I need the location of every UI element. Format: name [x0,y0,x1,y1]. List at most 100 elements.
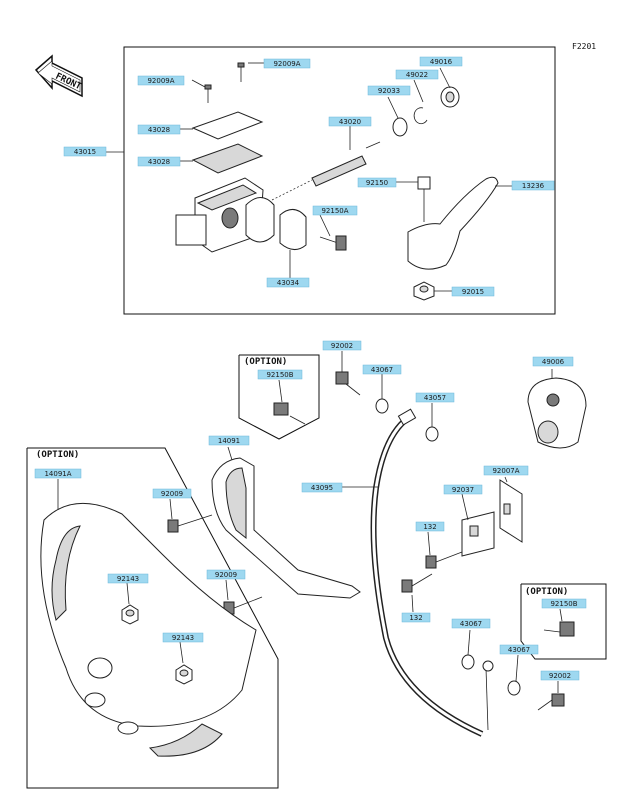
option-box-92150B-left [238,354,320,440]
handlebar-clamp [279,209,307,250]
svg-text:49022: 49022 [406,71,428,79]
front-arrow-icon [34,54,83,98]
label-92143-b: 92143 [162,632,204,643]
hose-clamp-92007A [499,479,523,543]
nut-92015 [413,281,435,301]
label-92015: 92015 [451,286,495,297]
svg-text:92007A: 92007A [492,467,519,475]
label-92002-top: 92002 [322,340,362,351]
screw-92009A-top [237,62,245,82]
label-132-a: 132 [415,521,445,532]
pivot-bolt-92150 [417,176,431,222]
svg-text:13236: 13236 [522,182,545,190]
bolt-92002-top [335,371,361,396]
washer-92033 [392,117,408,137]
option-box-14091A [26,447,279,789]
svg-text:49016: 49016 [430,58,453,66]
screw-92009-a [167,514,213,533]
brake-lever [407,176,499,270]
svg-text:92009A: 92009A [147,77,174,85]
reservoir-cap [191,111,264,140]
label-43095: 43095 [301,482,343,493]
figure-code: F2201 [572,42,596,51]
nut-92143-b [175,664,193,685]
option-box-92150B-right [520,583,607,660]
bolt-92002-bottom [537,693,565,711]
svg-text:14091A: 14091A [44,470,71,478]
svg-text:92015: 92015 [462,288,484,296]
label-43067-c: 43067 [499,644,539,655]
handguard-14091A [40,502,257,757]
label-92009-b: 92009 [206,569,246,580]
label-43020: 43020 [328,116,372,127]
label-92009A-top: 92009A [263,58,311,69]
screw-92009-b [223,596,263,615]
svg-text:49006: 49006 [542,358,565,366]
option-label-3: (OPTION) [525,587,568,597]
bolt-92150B-right [543,621,575,637]
label-43015: 43015 [63,146,107,157]
label-132-b: 132 [401,612,431,623]
svg-text:92033: 92033 [378,87,400,95]
nut-92143-a [121,604,139,625]
brake-hose [370,408,494,737]
reservoir-diaphragm [191,143,264,174]
svg-text:43057: 43057 [424,394,446,402]
svg-text:92009: 92009 [161,490,183,498]
svg-text:43028: 43028 [148,126,170,134]
svg-text:92143: 92143 [117,575,139,583]
label-92150: 92150 [357,177,397,188]
washer-43067-c [507,680,521,696]
bolt-132-b [401,573,433,593]
bolt-132-a [425,551,463,569]
label-92150A: 92150A [312,205,358,216]
svg-text:92150B: 92150B [266,371,293,379]
svg-text:43067: 43067 [371,366,393,374]
svg-text:132: 132 [409,614,422,622]
label-43034: 43034 [266,277,310,288]
svg-text:43067: 43067 [508,646,530,654]
washer-43057 [425,426,439,442]
svg-text:132: 132 [423,523,436,531]
svg-text:92150A: 92150A [321,207,348,215]
bushing-49016 [440,86,460,108]
master-cylinder-body [175,177,275,253]
svg-text:92150: 92150 [366,179,388,187]
label-92143-a: 92143 [107,573,149,584]
label-92009-a: 92009 [152,488,192,499]
label-43067-b: 43067 [451,618,491,629]
hose-clamp-92037 [461,511,495,557]
svg-text:43028: 43028 [148,158,170,166]
master-cylinder-group-box [123,46,556,315]
label-92002-bottom: 92002 [540,670,580,681]
svg-text:43020: 43020 [339,118,361,126]
label-43067-a: 43067 [362,364,402,375]
washer-43067-b [461,654,475,670]
bolt-92150A [319,235,347,251]
svg-text:92037: 92037 [452,486,474,494]
svg-text:43015: 43015 [74,148,96,156]
option-label-2: (OPTION) [36,450,79,460]
label-43028-diaphragm: 43028 [137,156,181,167]
label-43028-cover: 43028 [137,124,181,135]
svg-text:14091: 14091 [218,437,240,445]
svg-text:43095: 43095 [311,484,333,492]
label-43057: 43057 [415,392,455,403]
label-14091: 14091 [208,435,250,446]
label-49006: 49006 [532,356,574,367]
svg-text:43034: 43034 [277,279,300,287]
washer-43067-a [375,398,389,414]
label-92150B-right: 92150B [541,598,587,609]
bolt-92150B-left [273,402,306,425]
label-92150B-left: 92150B [257,369,303,380]
svg-text:92002: 92002 [549,672,571,680]
circlip-49022 [413,107,428,125]
reservoir-49006 [527,377,587,449]
label-92037: 92037 [443,484,483,495]
screw-92009A-left [204,84,212,103]
label-92007A: 92007A [483,465,529,476]
handguard-14091 [211,457,361,599]
label-49022: 49022 [395,69,439,80]
piston-assembly [311,141,381,187]
